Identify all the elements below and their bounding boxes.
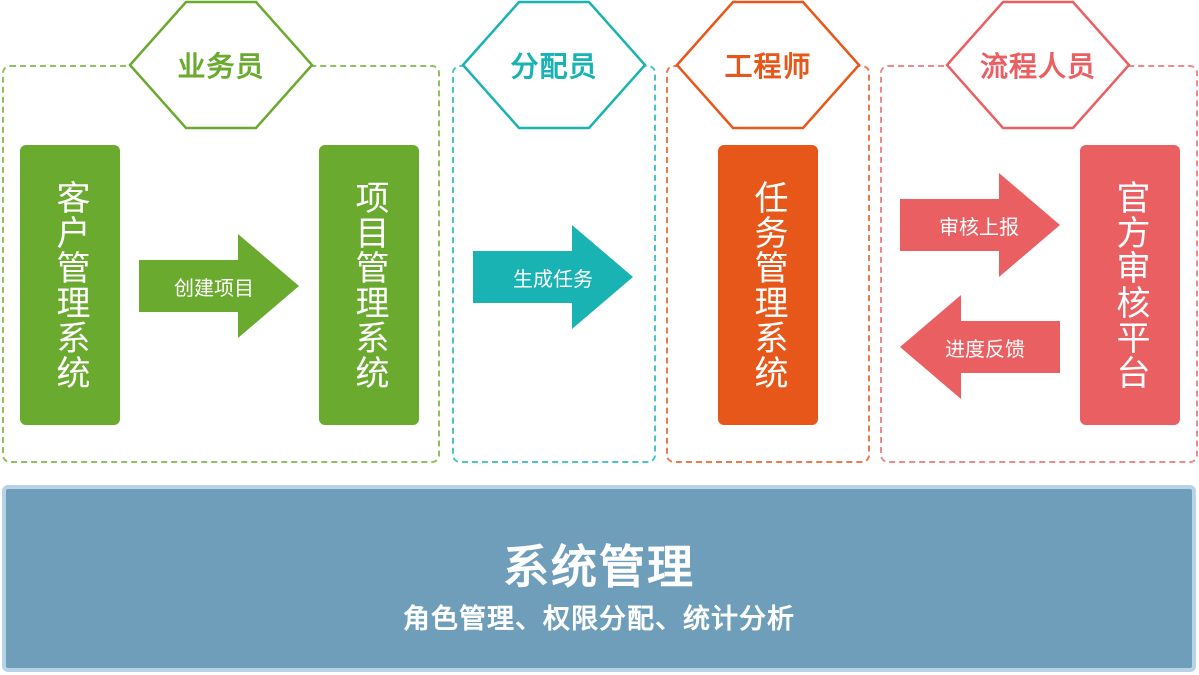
- arrow-generate-task: 生成任务: [473, 225, 633, 329]
- arrow-create-project: 创建项目: [139, 234, 299, 338]
- task-management-system: 任务管理系统: [718, 145, 818, 425]
- role-label-engineer: 工程师: [724, 50, 812, 83]
- project-management-system: 项目管理系统: [319, 145, 419, 425]
- task-management-label: 任务管理系统: [748, 180, 788, 390]
- arrow-audit-report-label: 审核上报: [939, 214, 1019, 239]
- customer-management-system: 客户管理系统: [20, 145, 120, 425]
- role-label-dispatcher: 分配员: [510, 50, 598, 83]
- system-management-subtitle: 角色管理、权限分配、统计分析: [403, 604, 795, 635]
- role-badge-engineer: 工程师: [675, 0, 861, 130]
- arrow-create-project-label: 创建项目: [174, 275, 254, 300]
- official-audit-platform: 官方审核平台: [1080, 145, 1180, 425]
- arrow-right-icon: [900, 173, 1060, 277]
- official-audit-label: 官方审核平台: [1110, 180, 1150, 390]
- role-badge-process-staff: 流程人员: [945, 0, 1131, 130]
- project-management-label: 项目管理系统: [349, 180, 389, 390]
- arrow-audit-report: 审核上报: [900, 173, 1060, 277]
- arrow-progress-feedback: 进度反馈: [900, 295, 1060, 399]
- arrow-right-icon: [139, 234, 299, 338]
- arrow-left-icon: [900, 295, 1060, 399]
- role-label-process-staff: 流程人员: [979, 50, 1096, 83]
- system-management-title: 系统管理: [503, 540, 695, 594]
- arrow-generate-task-label: 生成任务: [513, 266, 593, 291]
- role-label-salesperson: 业务员: [177, 50, 265, 83]
- system-management-panel: 系统管理 角色管理、权限分配、统计分析: [2, 485, 1196, 672]
- customer-management-label: 客户管理系统: [50, 180, 90, 390]
- role-badge-dispatcher: 分配员: [461, 0, 647, 130]
- role-badge-salesperson: 业务员: [128, 0, 314, 130]
- arrow-right-icon: [473, 225, 633, 329]
- arrow-progress-feedback-label: 进度反馈: [945, 336, 1025, 361]
